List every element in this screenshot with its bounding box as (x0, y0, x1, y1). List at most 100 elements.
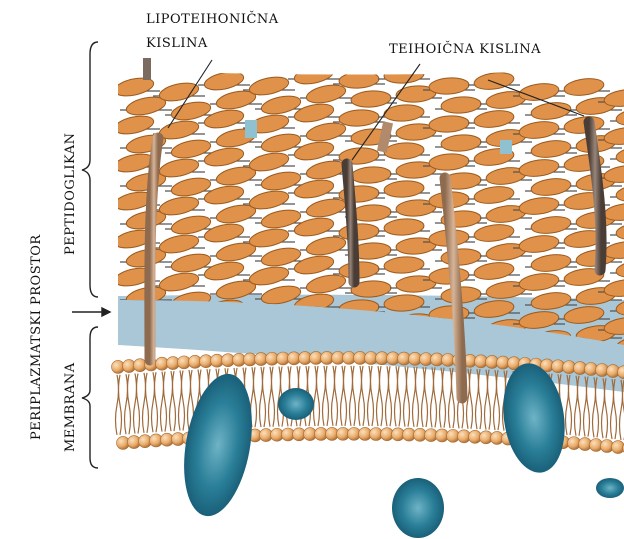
lipid-tail (116, 375, 119, 435)
lipid-tail (335, 366, 338, 426)
glycan-strand (383, 256, 424, 275)
glycan-strand (518, 271, 560, 292)
lipoteichoic-label-line1: LIPOTEIHONIČNA (146, 10, 279, 27)
glycan-strand (428, 153, 469, 172)
glycan-strand (383, 66, 424, 85)
glycan-strand (158, 270, 200, 294)
glycan-strand (158, 156, 200, 180)
lipid-tail (413, 367, 416, 427)
lipid-tail (443, 368, 446, 428)
lipid-head (612, 441, 624, 454)
glycan-strand (530, 214, 572, 235)
glycan-strand (305, 234, 347, 258)
glycan-strand (158, 80, 200, 104)
lipid-tail (269, 367, 272, 427)
glycan-strand (113, 113, 155, 137)
glycan-strand (530, 176, 572, 197)
lipid-tail (479, 369, 482, 429)
lipid-tail (317, 366, 320, 426)
lipid-tail (188, 370, 191, 430)
glycan-strand (305, 82, 347, 106)
glycan-strand (248, 188, 290, 212)
glycan-strand (158, 194, 200, 218)
glycan-strand (428, 115, 469, 134)
lipid-tail (377, 366, 380, 426)
teichoic-acid-stub (500, 140, 512, 154)
peptidoglycan-label: PEPTIDOGLIKAN (63, 133, 78, 255)
glycan-strand (248, 74, 290, 98)
lipid-tail (440, 368, 443, 428)
glycan-strand (518, 233, 560, 254)
glycan-strand (293, 63, 335, 87)
lipid-tail (152, 372, 155, 432)
lipid-tail (278, 367, 281, 427)
membrane-protein (174, 369, 262, 522)
lipid-tail (434, 367, 437, 427)
teichoic-label: TEIHOIČNA KISLINA (389, 40, 541, 57)
lipid-tail (362, 366, 365, 426)
lipid-tail (164, 372, 167, 432)
lipid-tail (161, 372, 164, 432)
lipid-tail (470, 369, 473, 429)
membrane-label: MEMBRANA (63, 362, 78, 452)
lipid-tail (476, 369, 479, 429)
glycan-strand (473, 222, 515, 243)
glycan-strand (563, 76, 605, 97)
membrane-protein (596, 478, 624, 498)
glycan-strand (473, 260, 515, 281)
glycan-strand (203, 69, 245, 93)
glycan-strand (248, 226, 290, 250)
glycan-strand (158, 118, 200, 142)
lipid-tail (353, 366, 356, 426)
glycan-strand (338, 223, 379, 242)
lipid-tail (143, 373, 146, 433)
lipid-tail (173, 371, 176, 431)
lipid-tail (254, 367, 257, 427)
lipid-tail (488, 370, 491, 430)
lipid-tail (137, 374, 140, 434)
lipid-tail (341, 366, 344, 426)
glycan-strand (428, 77, 469, 96)
glycan-strand (305, 158, 347, 182)
lipid-tail (485, 370, 488, 430)
glycan-strand (383, 142, 424, 161)
lipid-tail (125, 374, 128, 434)
lipid-tail (128, 374, 131, 434)
lipid-tail (404, 367, 407, 427)
lipid-tail (359, 366, 362, 426)
glycan-strand (338, 109, 379, 128)
membrane-protein (392, 478, 444, 538)
peptidoglycan-bracket (82, 42, 98, 297)
lipid-tail (380, 366, 383, 426)
lipid-tail (350, 366, 353, 426)
glycan-strand (473, 70, 515, 91)
lipid-tail (389, 366, 392, 426)
periplasm-arrow-head (102, 308, 110, 316)
lipid-tail (323, 366, 326, 426)
teichoic-acid-stub (143, 58, 151, 80)
glycan-strand (473, 108, 515, 129)
glycan-strand (473, 184, 515, 205)
lipid-tail (452, 368, 455, 428)
membrane-protein (278, 388, 314, 420)
lipid-tail (386, 366, 389, 426)
membrane-bracket (82, 327, 98, 468)
lipid-tail (398, 366, 401, 426)
glycan-strand (440, 96, 481, 115)
glycan-strand (518, 119, 560, 140)
glycan-strand (440, 134, 481, 153)
lipid-tail (272, 367, 275, 427)
glycan-strand (305, 196, 347, 220)
glycan-strand (248, 150, 290, 174)
lipid-tail (179, 371, 182, 431)
glycan-strand (350, 166, 391, 185)
glycan-strand (518, 195, 560, 216)
lipid-tail (407, 367, 410, 427)
lipid-tail (155, 372, 158, 432)
glycan-strand (305, 272, 347, 296)
lipid-tail (314, 366, 317, 426)
lipid-tail (368, 366, 371, 426)
lipoteichoic-label-line2: KISLINA (146, 36, 208, 51)
